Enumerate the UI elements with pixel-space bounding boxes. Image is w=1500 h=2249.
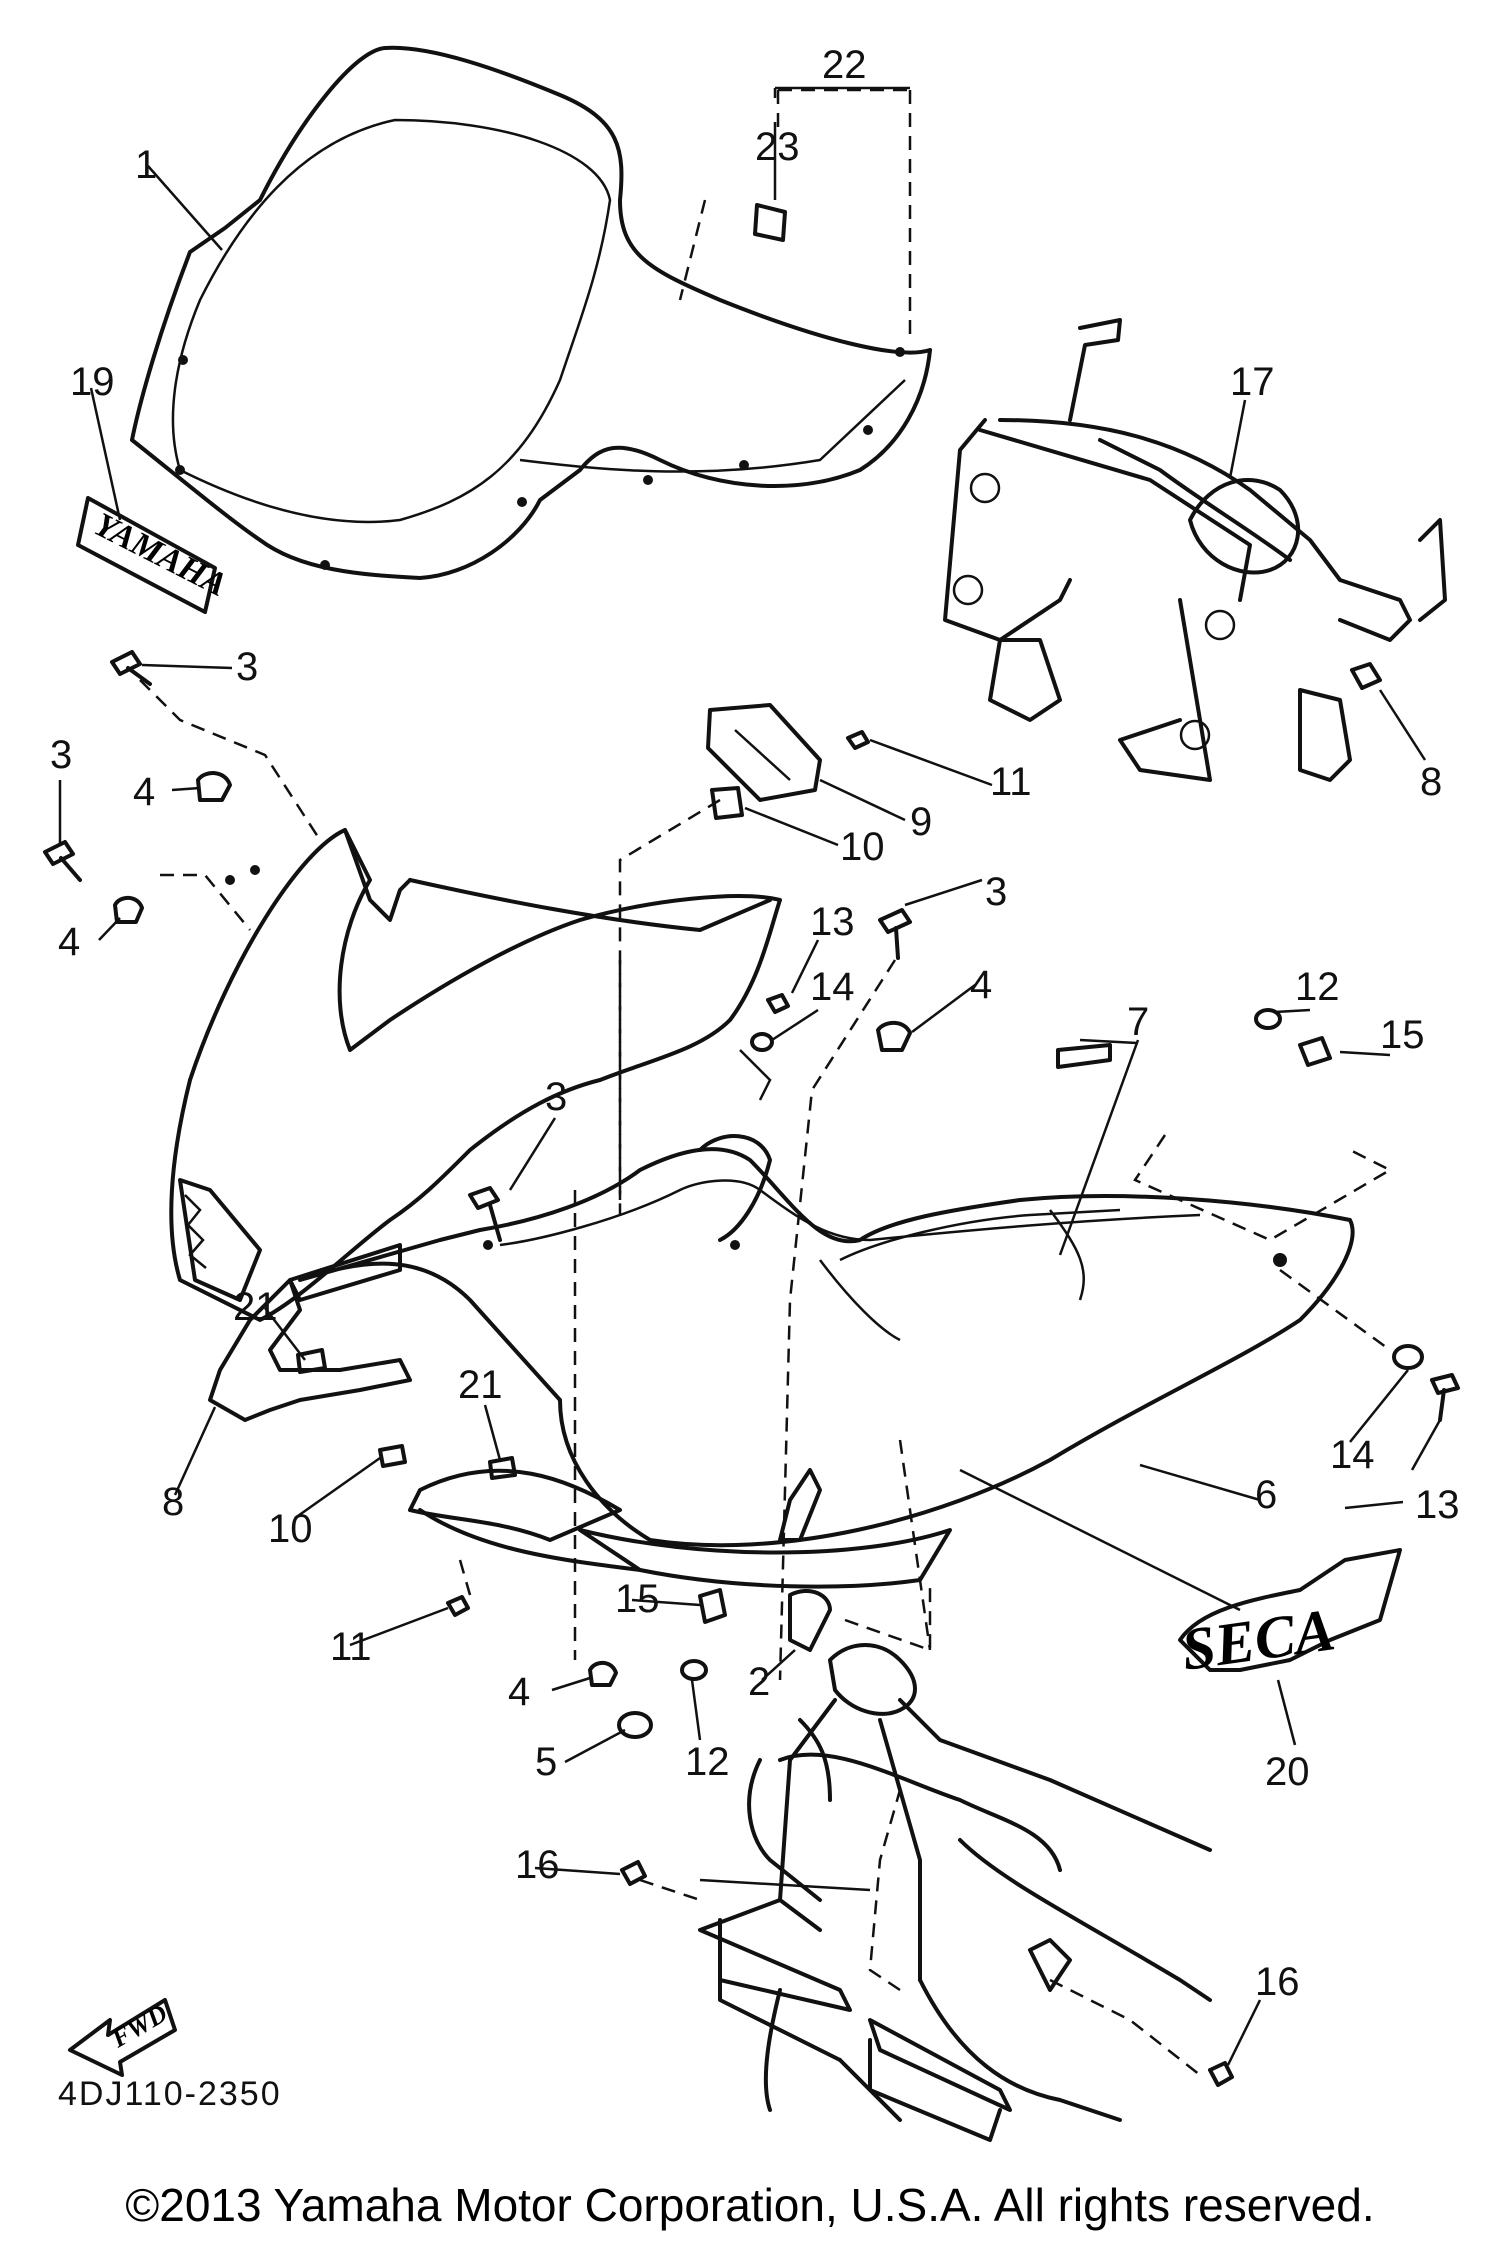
callout-15: 15 bbox=[615, 1577, 660, 1621]
upper-panel bbox=[706, 703, 822, 802]
callout-9: 9 bbox=[910, 800, 932, 844]
svg-text:FWD: FWD bbox=[106, 1998, 173, 2053]
callout-22: 22 bbox=[822, 43, 867, 87]
callout-1: 1 bbox=[135, 143, 157, 187]
callout-14: 14 bbox=[1330, 1433, 1375, 1477]
callout-3: 3 bbox=[236, 645, 258, 689]
cowling-stay bbox=[943, 318, 1447, 782]
cowling-body bbox=[169, 828, 1355, 1589]
windshield bbox=[130, 45, 932, 580]
callouts: 1 2 3 3 3 3 4 4 4 4 5 6 7 8 8 9 10 10 11… bbox=[50, 43, 1460, 2004]
decal-small bbox=[1056, 1043, 1112, 1069]
side-panel-inner bbox=[208, 1278, 412, 1422]
callout-5: 5 bbox=[535, 1740, 557, 1784]
leader-lines bbox=[58, 86, 1442, 2066]
head-pipe-frame bbox=[698, 1468, 1212, 2142]
callout-8: 8 bbox=[1420, 760, 1442, 804]
callout-4: 4 bbox=[58, 920, 80, 964]
callout-19: 19 bbox=[70, 360, 115, 404]
callout-6: 6 bbox=[1255, 1473, 1277, 1517]
callout-3: 3 bbox=[545, 1075, 567, 1119]
callout-16: 16 bbox=[515, 1843, 560, 1887]
callout-3: 3 bbox=[985, 870, 1007, 914]
callout-10: 10 bbox=[268, 1507, 313, 1551]
connector-lines bbox=[139, 679, 1393, 2076]
callout-3: 3 bbox=[50, 733, 72, 777]
callout-14: 14 bbox=[810, 965, 855, 1009]
fitting bbox=[753, 203, 787, 242]
callout-12: 12 bbox=[1295, 965, 1340, 1009]
windshield-decal: YAMAHA bbox=[76, 496, 233, 614]
callout-20: 20 bbox=[1265, 1750, 1310, 1794]
callout-8: 8 bbox=[162, 1480, 184, 1524]
callout-11: 11 bbox=[990, 760, 1032, 804]
callout-13: 13 bbox=[810, 900, 855, 944]
callout-13: 13 bbox=[1415, 1483, 1460, 1527]
callout-17: 17 bbox=[1230, 360, 1275, 404]
callout-4: 4 bbox=[970, 963, 992, 1007]
callout-21: 21 bbox=[458, 1363, 503, 1407]
fasteners bbox=[43, 650, 1460, 2087]
callout-21: 21 bbox=[233, 1285, 278, 1329]
copyright-notice: ©2013 Yamaha Motor Corporation, U.S.A. A… bbox=[125, 2179, 1375, 2231]
callout-4: 4 bbox=[508, 1670, 530, 1714]
callout-15: 15 bbox=[1380, 1013, 1425, 1057]
svg-text:SECA: SECA bbox=[1178, 1596, 1339, 1683]
callout-16: 16 bbox=[1255, 1960, 1300, 2004]
fwd-arrow: FWD bbox=[68, 1998, 177, 2077]
seca-emblem: SECA bbox=[1178, 1548, 1402, 1683]
callout-11: 11 bbox=[330, 1625, 372, 1669]
callout-2: 2 bbox=[748, 1660, 770, 1704]
grommet-upper bbox=[710, 786, 744, 820]
callout-12: 12 bbox=[685, 1740, 730, 1784]
callout-4: 4 bbox=[133, 770, 155, 814]
callout-7: 7 bbox=[1127, 1000, 1149, 1044]
callout-23: 23 bbox=[755, 125, 800, 169]
diagram-code: 4DJ110-2350 bbox=[58, 2075, 282, 2113]
callout-10: 10 bbox=[840, 825, 885, 869]
